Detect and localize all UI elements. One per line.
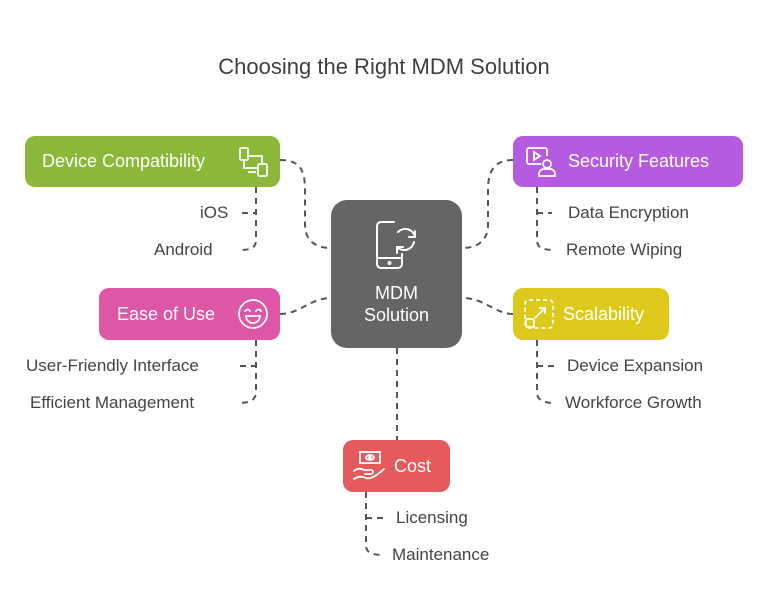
leaf-maintenance: Maintenance [392, 545, 490, 564]
leaf-android: Android [154, 240, 213, 259]
phone-sync-icon [376, 221, 416, 269]
branch-label: Scalability [563, 303, 645, 324]
center-node[interactable]: MDM Solution [331, 200, 462, 348]
branch-label: Ease of Use [117, 303, 216, 324]
leaf-device-expansion: Device Expansion [567, 356, 704, 375]
diagram-title: Choosing the Right MDM Solution [218, 54, 550, 79]
smile-icon [238, 299, 268, 329]
branch-cost[interactable]: Cost [343, 440, 450, 492]
leaf-remote-wiping: Remote Wiping [566, 240, 683, 259]
leaf-licensing: Licensing [396, 508, 468, 527]
leaf-user-friendly-interface: User-Friendly Interface [26, 356, 199, 375]
branch-ease-of-use[interactable]: Ease of Use [99, 288, 280, 340]
connector-scalability [461, 297, 514, 315]
leaf-workforce-growth: Workforce Growth [565, 393, 702, 412]
money-hand-icon [353, 451, 385, 480]
branch-security-features[interactable]: Security Features [513, 136, 743, 187]
connector-device-compatibility [279, 159, 332, 249]
leaf-ios: iOS [200, 203, 229, 222]
center-label-line1: MDM [375, 283, 418, 303]
connector-ios [239, 187, 257, 251]
connector-data-encryption [536, 187, 556, 251]
branch-label: Security Features [568, 151, 710, 171]
connector-ease-of-use [279, 297, 332, 315]
branch-scalability[interactable]: Scalability [513, 288, 669, 340]
branch-device-compatibility[interactable]: Device Compatibility [25, 136, 280, 187]
center-label-line2: Solution [363, 305, 430, 325]
leaf-efficient-management: Efficient Management [30, 393, 195, 412]
screen-user-icon [526, 147, 556, 177]
connector-security-features [461, 159, 514, 249]
leaf-data-encryption: Data Encryption [568, 203, 689, 222]
branch-label: Cost [394, 455, 432, 476]
devices-icon [239, 147, 268, 177]
branch-label: Device Compatibility [42, 151, 206, 171]
expand-icon [524, 299, 554, 329]
